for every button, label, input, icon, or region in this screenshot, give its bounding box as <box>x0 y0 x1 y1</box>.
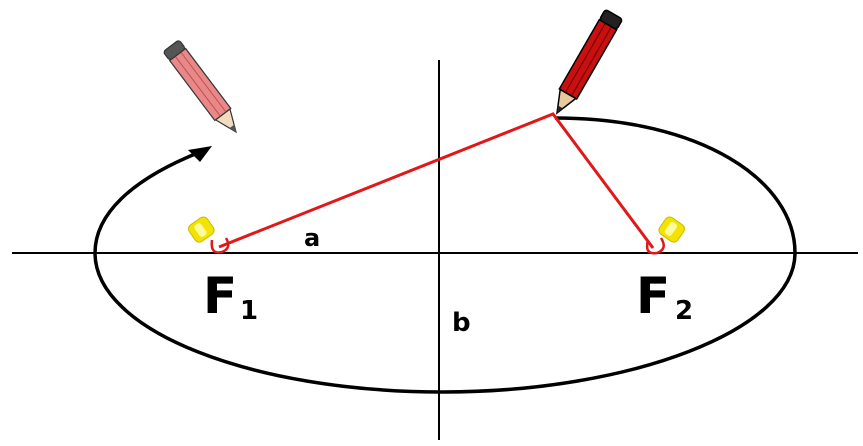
pushpin-icon <box>658 216 686 243</box>
ellipse-curve <box>93 116 797 394</box>
focus2-subscript: 2 <box>675 296 693 326</box>
curve-arrow-head <box>188 146 212 162</box>
semi-minor-label: b <box>452 308 471 338</box>
string-line <box>218 112 655 249</box>
focus1-label: F <box>203 267 237 325</box>
focus2-loop <box>645 237 665 255</box>
pencil-icon <box>556 9 623 115</box>
semi-major-label: a <box>304 224 320 252</box>
focus1-subscript: 1 <box>240 296 258 326</box>
focus1-loop <box>210 237 230 254</box>
focus2-label: F <box>636 267 670 325</box>
pushpin-icon <box>187 216 215 243</box>
pencil-icon <box>163 40 237 134</box>
